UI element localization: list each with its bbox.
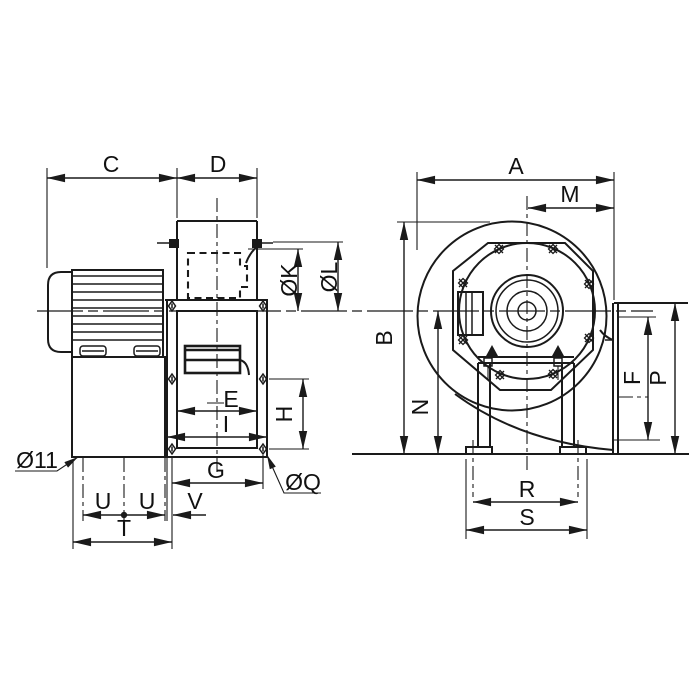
motor-foot-clamp-right <box>552 345 564 356</box>
dim-d: D <box>176 151 258 218</box>
dim-label-d: D <box>210 151 227 177</box>
dim-label-o11: Ø11 <box>16 447 58 473</box>
dim-label-l: ØL <box>316 261 342 292</box>
dim-label-r: R <box>519 476 536 502</box>
dim-label-h: H <box>271 406 297 423</box>
dim-r: R <box>472 476 579 507</box>
dim-i: I <box>166 411 268 442</box>
dim-label-p: P <box>645 370 671 385</box>
dim-a: A <box>416 153 615 300</box>
motor-end-cap <box>47 271 73 353</box>
dim-l: ØL <box>273 241 343 312</box>
motor <box>47 269 164 358</box>
dim-g: G <box>171 455 264 489</box>
support-pedestal <box>71 356 166 458</box>
dim-u: U U <box>82 458 166 521</box>
dim-label-a: A <box>508 153 524 179</box>
scroll-section-box <box>183 344 250 376</box>
foot-right <box>559 446 587 455</box>
dim-label-t: T <box>117 515 131 541</box>
volute-tongue-hidden <box>245 245 259 264</box>
dim-label-f: F <box>619 371 645 385</box>
dim-label-i: I <box>223 411 229 437</box>
front-view: A M B N R S F P <box>352 153 689 539</box>
scroll-housing-side <box>165 299 268 458</box>
dim-label-m: M <box>560 181 579 207</box>
dim-n: N <box>407 310 443 455</box>
dim-q: ØQ <box>266 454 321 495</box>
dim-label-s: S <box>519 504 534 530</box>
dim-label-c: C <box>103 151 120 177</box>
dim-p: P <box>645 302 680 455</box>
centerlines <box>37 196 653 474</box>
dim-f: F <box>619 316 653 441</box>
dim-label-u1: U <box>95 488 112 514</box>
housing-side-panel <box>176 310 258 449</box>
outlet-flange-front <box>612 302 688 454</box>
dim-h: H <box>269 378 309 450</box>
dim-label-v: V <box>187 488 203 514</box>
backplate-octagon <box>452 242 594 391</box>
dim-label-b: B <box>371 330 397 345</box>
dim-m: M <box>527 181 615 213</box>
motor-foot-clamp-left <box>486 345 498 356</box>
terminal-box <box>457 291 484 336</box>
dim-v: V <box>172 488 206 520</box>
dim-k: ØK <box>248 248 303 312</box>
dim-label-q: ØQ <box>285 469 321 495</box>
outlet-flange-bolt-left <box>169 239 179 248</box>
motor-fins <box>72 275 163 341</box>
volute-outlet-curve <box>454 393 614 451</box>
dim-t: T <box>72 457 173 549</box>
motor-feet <box>79 345 161 357</box>
dim-label-k: ØK <box>276 263 302 297</box>
dim-label-e: E <box>223 386 238 412</box>
volute-cutoff-curve <box>599 329 614 341</box>
side-view: C D ØK ØL E I H <box>15 151 343 549</box>
motor-body <box>71 269 164 358</box>
dim-label-g: G <box>207 457 225 483</box>
outlet-duct-side <box>157 220 273 300</box>
dim-c: C <box>46 151 178 268</box>
bolt-center-dot <box>120 511 128 519</box>
inlet-hidden-outline <box>186 251 249 300</box>
support-bracket <box>465 345 587 497</box>
dim-label-u2: U <box>139 488 156 514</box>
dim-o11: Ø11 <box>15 447 79 473</box>
foot-left <box>465 446 493 455</box>
dim-e: E <box>176 386 258 416</box>
housing-bolts <box>167 299 268 456</box>
dim-b: B <box>371 221 490 455</box>
scroll-housing-circle <box>416 220 608 412</box>
outlet-flange-bolt-right <box>252 239 262 248</box>
dim-s: S <box>465 459 588 539</box>
dim-label-n: N <box>407 399 433 416</box>
